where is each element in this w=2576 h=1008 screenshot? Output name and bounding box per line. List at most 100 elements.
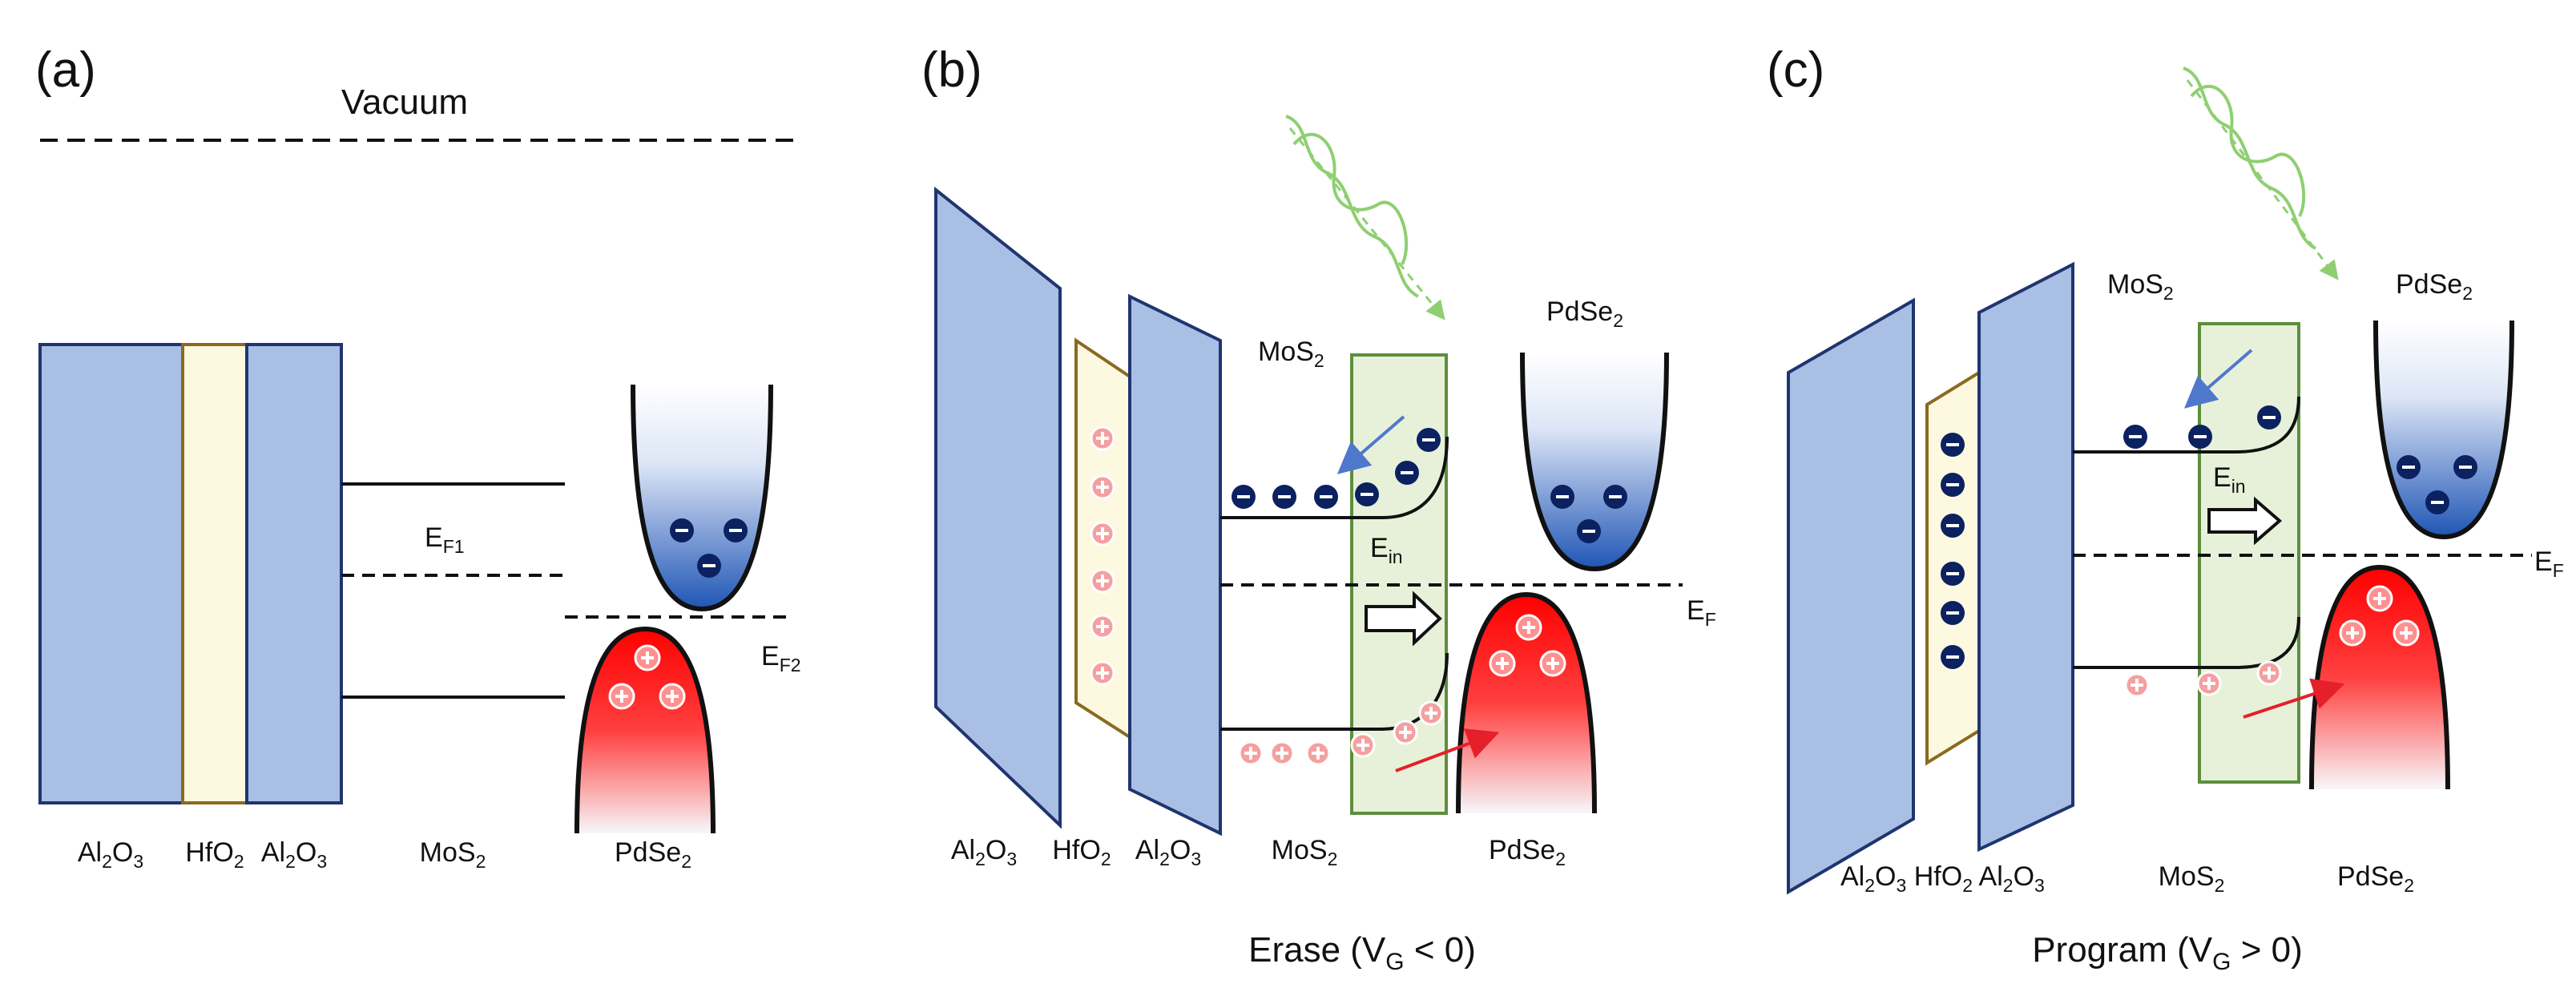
erase-caption: Erase (VG < 0) [1248,930,1476,975]
pdse2-conduction-band [2376,321,2512,537]
ein-label: Ein [2213,462,2246,497]
mos2-conduction-band [1220,436,1449,519]
al2o3-right-layer [1977,261,2074,853]
carriers-a [608,518,748,710]
hole [608,683,635,710]
hole [2393,619,2420,647]
label-oxide-stack: Al2O3 HfO2 Al2O3 [1840,861,2045,896]
carriers-b [1090,425,1627,766]
label-pdse2: PdSe2 [2337,861,2414,896]
pdse2-top-label: PdSe2 [2396,269,2473,304]
hole [1350,732,1376,758]
ef2-label: EF2 [761,641,801,675]
hole [1489,650,1516,677]
label-al2o3-left: Al2O3 [951,835,1017,869]
program-caption: Program (VG > 0) [2032,930,2303,975]
electron [1232,485,1256,509]
ef-label: EF [1687,595,1716,630]
electron [1272,485,1296,509]
electron [697,554,721,578]
hole [634,644,661,671]
al2o3-right-layer [245,343,343,804]
hole-transfer-arrow [1395,728,1500,772]
mos2-interface-region [2198,322,2300,784]
hole [659,683,686,710]
pdse2-valence-band-edge [574,626,716,834]
hole [1539,650,1566,677]
electron [724,518,748,542]
trapped-electron [1941,433,1965,457]
trapped-hole [1090,614,1115,639]
pdse2-conduction-band [1522,353,1667,569]
pdse2-conduction-band-edge [1520,352,1669,572]
pdse2-valence-band-edge [2309,564,2450,790]
trapped-hole [1090,568,1115,594]
light-wave-icon [1285,115,1445,321]
built-in-field-arrow [1365,591,1442,647]
light-wave-icon [2183,67,2339,280]
pdse2-valence-band [1458,595,1594,813]
panel-b-label: (b) [921,42,982,98]
trapped-electron [1941,601,1965,625]
electron [670,518,694,542]
hole-transfer-arrow [2243,678,2345,719]
ef-label: EF [2534,546,2564,581]
electron-transfer-arrow [1336,415,1405,474]
hfo2-layer [181,343,248,804]
panel-c: (c) EF Ein [1767,42,2564,975]
electron [1550,485,1574,509]
mos2-valence-band [2073,616,2300,669]
trapped-hole [1090,425,1115,451]
al2o3-left-layer [38,343,184,804]
hole [1305,740,1331,766]
built-in-field-arrow [2207,496,2283,546]
electron [1355,482,1379,506]
pdse2-valence-band-edge [1456,591,1597,814]
hole [2366,585,2393,612]
label-mos2: MoS2 [420,837,486,872]
panel-a-label: (a) [35,42,96,98]
label-al2o3-right: Al2O3 [1135,835,1201,869]
mos2-top-label: MoS2 [1258,337,1324,371]
ef1-label: EF1 [425,522,465,557]
hole [2124,672,2150,698]
carriers-c [1941,405,2477,698]
electron [1417,428,1441,452]
pdse2-conduction-band [633,385,771,609]
vacuum-label: Vacuum [341,83,468,122]
electron [2425,490,2449,514]
al2o3-right-layer [1128,293,1222,837]
electron [1577,519,1601,543]
electron [2257,405,2281,429]
al2o3-left-layer [934,186,1062,829]
label-pdse2: PdSe2 [1489,835,1566,869]
panel-c-label: (c) [1767,42,1824,98]
hole [2339,619,2366,647]
trapped-electron [1941,645,1965,669]
pdse2-conduction-band-edge [631,384,773,612]
electron [2123,425,2147,449]
pdse2-valence-band [577,629,713,833]
panel-b: (b) EF Ein [921,42,1716,975]
trapped-hole [1090,474,1115,500]
electron [1395,461,1419,485]
label-al2o3-right: Al2O3 [261,837,327,872]
hole [2196,671,2222,696]
electron [2397,455,2421,479]
hole [1269,740,1295,766]
trapped-hole [1090,521,1115,546]
trapped-electron [1941,562,1965,586]
al2o3-left-layer [1787,297,1915,895]
trapped-hole [1090,660,1115,686]
panel-a: (a) Vacuum EF1 EF2 Al2O3 HfO2 Al2O3 [35,42,801,872]
hole [1238,740,1264,766]
electron [2453,455,2477,479]
trapped-electron [1941,514,1965,538]
pdse2-top-label: PdSe2 [1546,296,1623,331]
electron [2188,425,2212,449]
pdse2-conduction-band-edge [2373,320,2514,540]
label-mos2: MoS2 [2159,861,2225,896]
electron [1603,485,1627,509]
label-al2o3-left: Al2O3 [78,837,143,872]
